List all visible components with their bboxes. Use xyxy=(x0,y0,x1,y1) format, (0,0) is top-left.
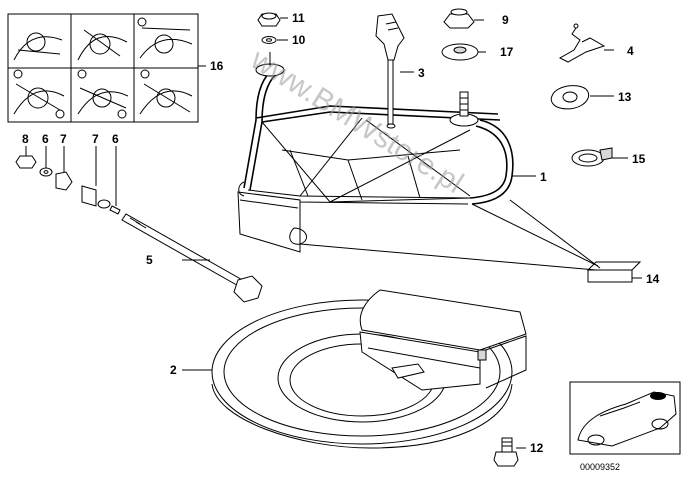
watermark-text: www.BMWstore.pl xyxy=(244,43,469,200)
callout-3: 3 xyxy=(418,66,425,80)
callout-5: 5 xyxy=(146,253,153,267)
thumbnail-grid xyxy=(7,13,199,123)
callout-11: 11 xyxy=(292,11,305,25)
hardware-stack xyxy=(15,155,121,215)
callout-1: 1 xyxy=(540,170,547,184)
clip-4 xyxy=(558,23,606,63)
leader-lines xyxy=(25,17,642,449)
callout-8: 8 xyxy=(22,132,29,146)
callout-6-left: 6 xyxy=(42,132,49,146)
callout-12: 12 xyxy=(530,441,544,455)
hex-nut-11 xyxy=(257,12,281,27)
bolt-12 xyxy=(493,437,519,467)
nut-9 xyxy=(443,8,475,29)
label-sticker-14 xyxy=(586,261,642,283)
car-locator-thumbnail xyxy=(569,381,681,455)
callout-16: 16 xyxy=(210,59,224,73)
callout-10: 10 xyxy=(292,33,306,47)
callout-2: 2 xyxy=(170,363,177,377)
long-bolt-5 xyxy=(121,213,263,303)
image-code: 00009352 xyxy=(580,462,620,472)
grommet-17 xyxy=(441,43,479,61)
callout-6-right: 6 xyxy=(112,132,119,146)
tool-handle-3 xyxy=(375,13,405,129)
callout-4: 4 xyxy=(627,44,634,58)
callout-15: 15 xyxy=(632,152,646,166)
callout-7-left: 7 xyxy=(60,132,67,146)
grommet-15 xyxy=(571,147,613,167)
callout-9: 9 xyxy=(502,13,509,27)
callout-labels: 1 2 3 4 5 6 6 7 7 8 9 10 11 12 13 14 15 … xyxy=(22,11,660,455)
gasket-13 xyxy=(550,85,590,110)
callout-13: 13 xyxy=(618,90,632,104)
callout-17: 17 xyxy=(500,45,514,59)
washer-10 xyxy=(261,36,277,44)
callout-7-right: 7 xyxy=(92,132,99,146)
spare-wheel-tray xyxy=(211,289,527,449)
callout-14: 14 xyxy=(646,272,660,286)
